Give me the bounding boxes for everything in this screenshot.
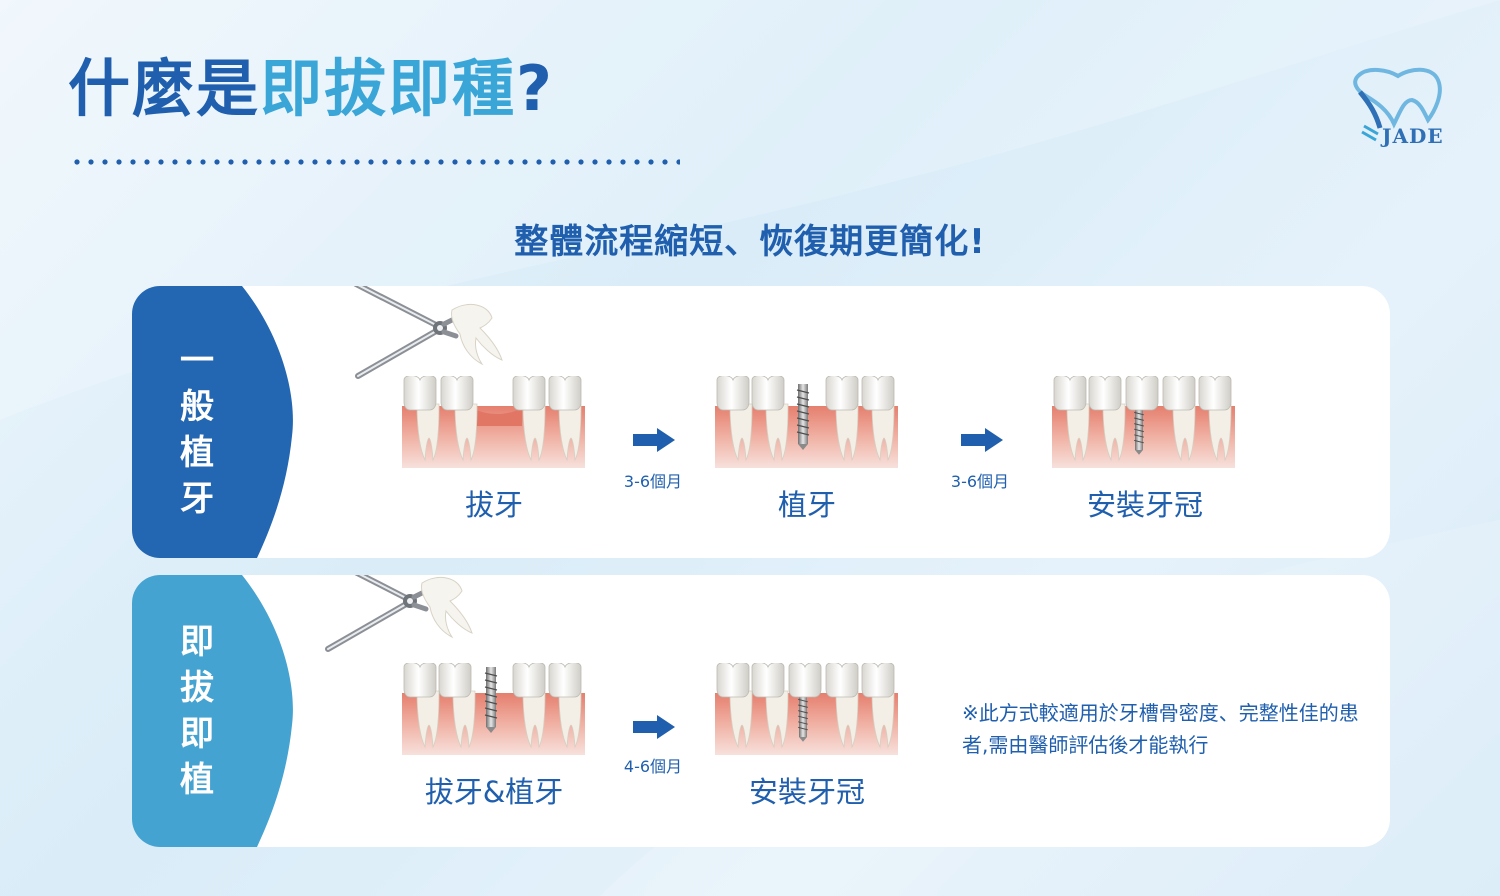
title-part-3: ? xyxy=(516,52,554,125)
duration-label: 4-6個月 xyxy=(623,757,683,776)
stage-crown-illustration xyxy=(715,663,898,755)
duration-label: 3-6個月 xyxy=(623,472,683,491)
immediate-implant-card: 即 拔 即 植 拔牙&植牙 4-6個月 安裝牙冠 ※此 xyxy=(132,575,1390,847)
stage-extraction-implant-illustration xyxy=(402,663,585,755)
stage-label-extraction-implant: 拔牙&植牙 xyxy=(424,775,564,809)
extraction-forceps-icon xyxy=(352,286,512,384)
immediate-label-text: 即 拔 即 植 xyxy=(180,622,214,800)
logo-text: JADE xyxy=(1382,124,1444,148)
jade-logo-icon xyxy=(1353,67,1442,142)
stage-label-crown: 安裝牙冠 xyxy=(748,775,865,809)
arrow-icon xyxy=(633,428,675,452)
subtitle: 整體流程縮短、恢復期更簡化! xyxy=(514,222,986,262)
general-label-text: 一 般 植 牙 xyxy=(180,341,214,519)
stage-implant-illustration xyxy=(715,376,898,468)
general-implant-card: 一 般 植 牙 拔牙 3-6個月 植牙 xyxy=(132,286,1390,558)
title-part-2: 即拔即種 xyxy=(260,52,517,125)
arrow-icon xyxy=(961,428,1003,452)
general-label-tab xyxy=(132,286,293,558)
suitability-note: ※此方式較適用於牙槽骨密度、完整性佳的患者,需由醫師評估後才能執行 xyxy=(962,701,1359,757)
extraction-forceps-icon xyxy=(322,575,482,657)
stage-crown-illustration xyxy=(1052,376,1235,468)
stage-label-implant: 植牙 xyxy=(777,488,836,522)
duration-label: 3-6個月 xyxy=(950,472,1010,491)
title-part-1: 什麼是 xyxy=(68,52,261,125)
stage-extraction-illustration xyxy=(402,376,585,468)
stage-label-crown: 安裝牙冠 xyxy=(1086,488,1203,522)
immediate-label-tab xyxy=(132,575,293,847)
page-title: 什麼是即拔即種? xyxy=(68,58,554,120)
arrow-icon xyxy=(633,715,675,739)
stage-label-extraction: 拔牙 xyxy=(464,488,523,522)
title-dotted-underline xyxy=(70,158,680,166)
